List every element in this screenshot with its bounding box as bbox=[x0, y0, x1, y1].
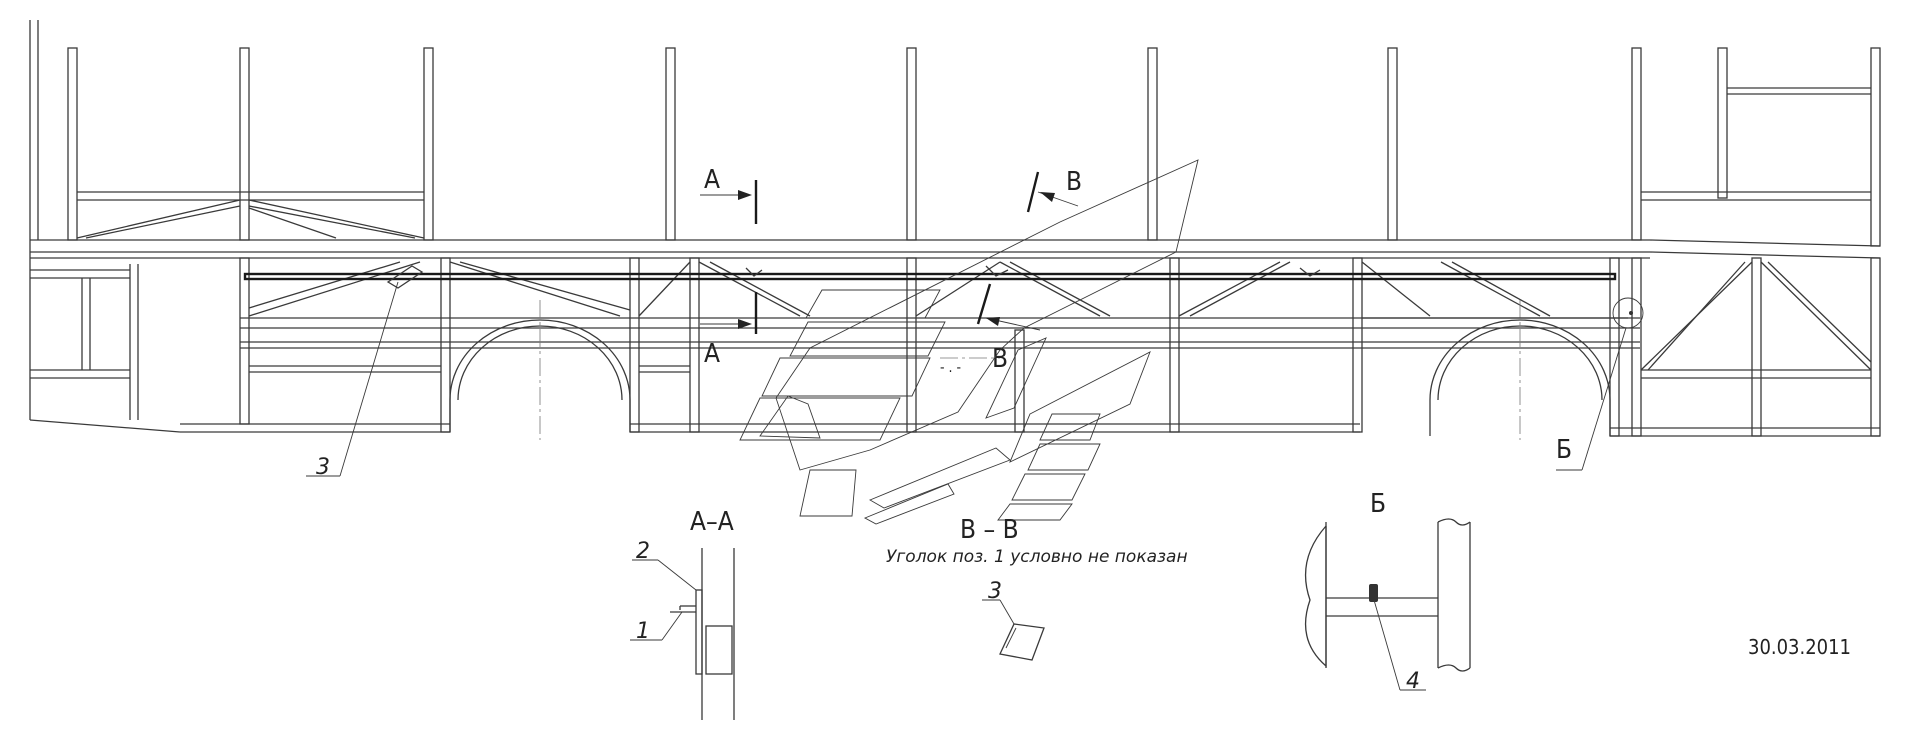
section-aa-view: A–A 2 1 bbox=[630, 507, 735, 720]
section-bb-note: Уголок поз. 1 условно не показан bbox=[886, 547, 1188, 567]
section-b-marks: B B - . - bbox=[940, 167, 1082, 376]
lower-posts bbox=[239, 257, 1881, 437]
svg-text:- . -: - . - bbox=[940, 360, 961, 376]
section-b-top-label: B bbox=[1066, 167, 1082, 197]
main-frame bbox=[29, 20, 1881, 440]
section-a-top-label: A bbox=[704, 165, 720, 195]
section-a-bottom-label: A bbox=[704, 339, 720, 369]
section-a-marks: A A bbox=[700, 165, 758, 369]
section-bb-view: B – B Уголок поз. 1 условно не показан 3 bbox=[886, 515, 1188, 661]
highlighted-beam bbox=[243, 272, 1617, 281]
detail-b-view: Б 4 bbox=[1304, 489, 1471, 694]
leader-pos3-main: 3 bbox=[306, 281, 399, 480]
callout-pos3-main: 3 bbox=[316, 455, 330, 480]
callout-pos2: 2 bbox=[636, 539, 650, 564]
detail-b-title: Б bbox=[1370, 489, 1386, 519]
section-bb-title: B – B bbox=[960, 515, 1019, 545]
section-aa-title: A–A bbox=[690, 507, 734, 537]
upper-posts bbox=[67, 47, 1881, 247]
detail-b-mark-label: Б bbox=[1556, 435, 1572, 465]
lower-diagonals bbox=[248, 261, 1872, 379]
wheel-arches bbox=[449, 319, 1611, 436]
callout-pos4: 4 bbox=[1406, 669, 1420, 694]
callout-pos1: 1 bbox=[636, 619, 650, 644]
leader-detail-b: Б bbox=[1556, 327, 1627, 471]
drawing-date: 30.03.2011 bbox=[1748, 635, 1851, 659]
callout-pos3-view: 3 bbox=[988, 579, 1002, 604]
section-b-bottom-label: B bbox=[992, 344, 1008, 374]
section-bb-projection bbox=[739, 159, 1199, 525]
detail-b-circle bbox=[1612, 297, 1644, 329]
